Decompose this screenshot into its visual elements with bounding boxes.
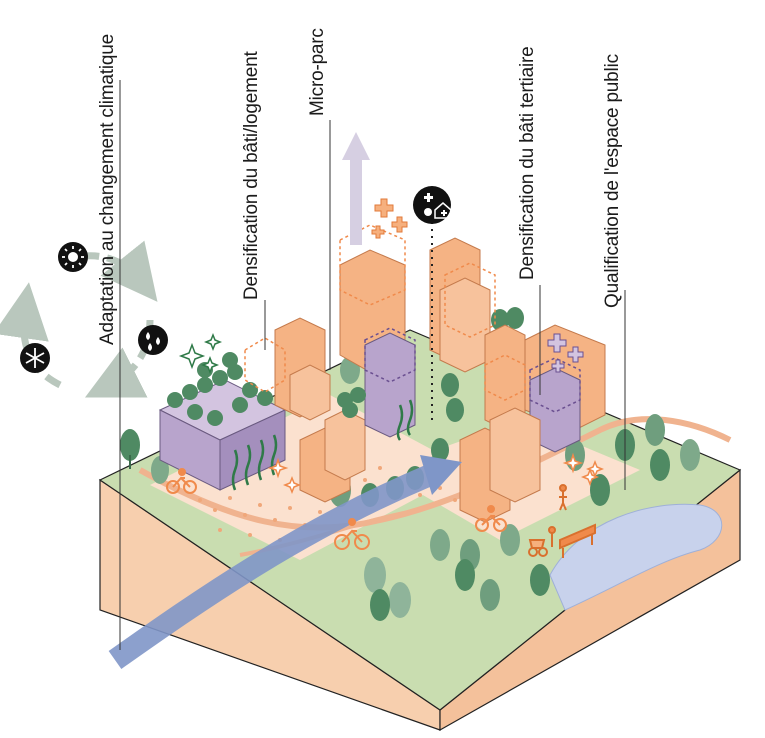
- stroller-icon: [528, 526, 556, 557]
- label-densification-tertiaire: Densification du bâti tertiaire: [517, 46, 538, 280]
- plus-icon: [547, 333, 584, 373]
- person-icon: [559, 484, 567, 511]
- sparkle-icon: [267, 452, 605, 495]
- label-densification-logement: Densification du bâti/logement: [241, 51, 262, 300]
- plus-icon: [371, 198, 408, 239]
- bicycle-icon: [166, 468, 197, 494]
- tertiary-buildings: [429, 237, 606, 523]
- climate-cycle: [0, 240, 168, 398]
- snowflake-icon: [20, 343, 50, 373]
- label-qualification-espace-public: Qualification de l'espace public: [602, 54, 623, 308]
- bicycle-icon: [475, 505, 507, 532]
- bicycle-icon: [334, 518, 370, 550]
- housing-buildings-left: [244, 317, 366, 503]
- bench-icon: [559, 523, 596, 558]
- growth-arrow: [342, 132, 370, 245]
- trees: [120, 307, 700, 621]
- label-leader-lines: [119, 80, 626, 650]
- air-flow-arrow: [108, 464, 435, 669]
- label-micro-parc: Micro-parc: [307, 28, 328, 116]
- label-adaptation-climatique: Adaptation au changement climatique: [97, 34, 118, 345]
- public-services-icon: [413, 186, 452, 224]
- micro-parc-buildings: [337, 132, 416, 441]
- sparkle-icon: [178, 332, 223, 375]
- sun-icon: [58, 242, 88, 272]
- rain-drops-icon: [138, 325, 168, 355]
